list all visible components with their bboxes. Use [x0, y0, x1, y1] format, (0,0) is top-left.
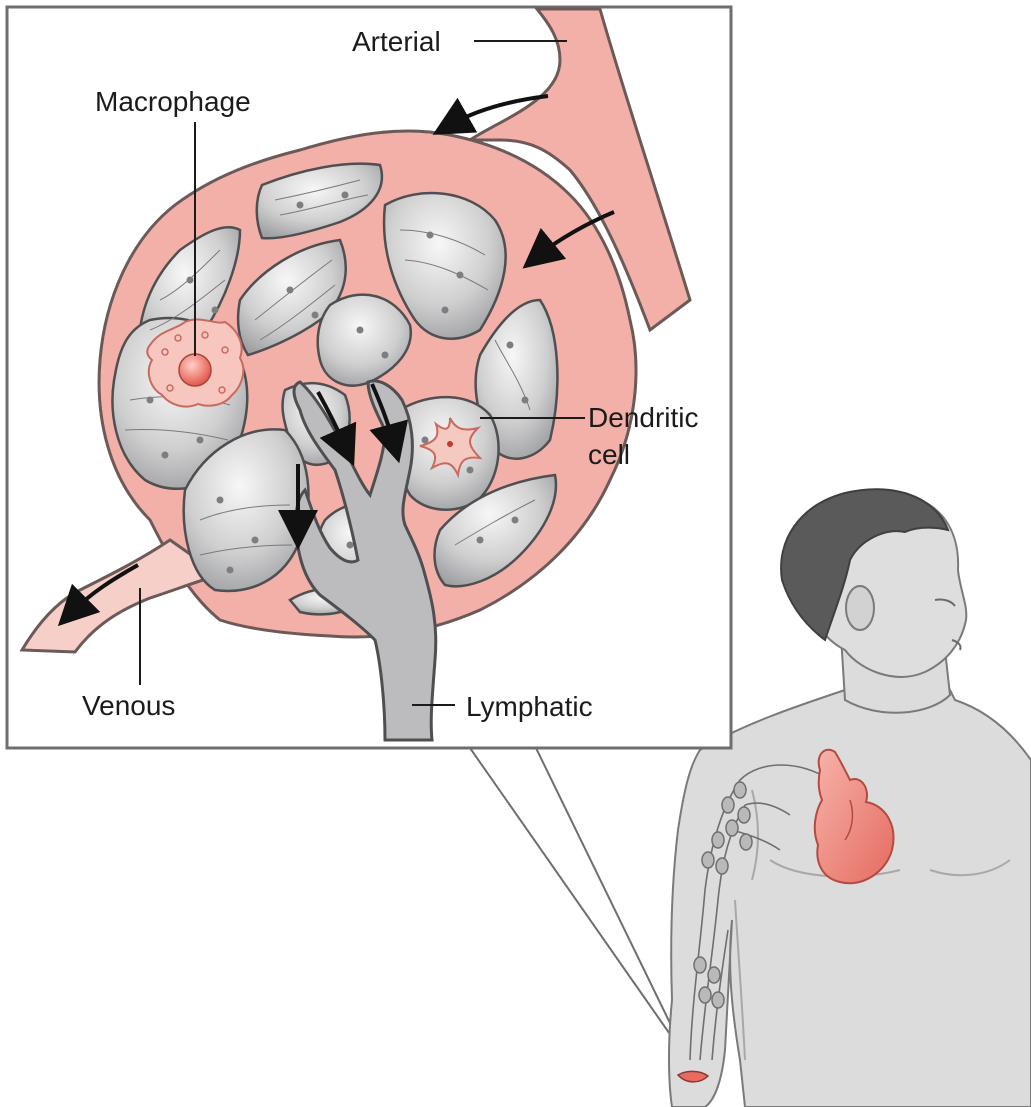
label-arterial: Arterial: [352, 26, 441, 57]
macrophage-nucleus: [179, 354, 211, 386]
label-dendritic-line1: Dendritic: [588, 402, 698, 433]
label-lymphatic: Lymphatic: [466, 691, 593, 722]
label-dendritic-line2: cell: [588, 439, 630, 470]
label-macrophage: Macrophage: [95, 86, 251, 117]
callout-wedge: [470, 748, 688, 1060]
label-venous: Venous: [82, 690, 175, 721]
ear: [846, 586, 874, 630]
